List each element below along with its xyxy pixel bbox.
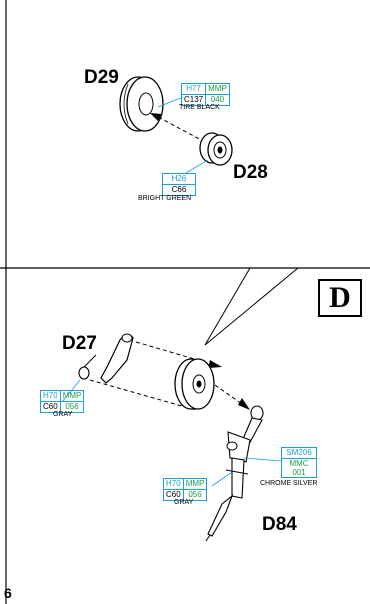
paint-code-tire-black: H77 MMP C137 040 (180, 83, 230, 106)
paint-sm-code: SM206 (281, 447, 317, 459)
paint-mmp-code: 056 (59, 401, 85, 413)
paint-name-chrome-silver: CHROME SILVER (260, 480, 318, 487)
paint-name-gray-left: GRAY (53, 411, 73, 418)
paint-c-code: C66 (162, 184, 196, 196)
paint-h-code: H70 (40, 390, 61, 402)
d27-arm-drawing (78, 333, 134, 384)
step-letter-box: D (318, 279, 362, 317)
paint-code-bright-green: H26 C66 (162, 173, 196, 196)
d29-tire-drawing (119, 76, 164, 132)
part-label-d27: D27 (62, 333, 97, 354)
paint-mmp-code: 040 (205, 94, 230, 106)
part-label-d84: D84 (262, 514, 297, 535)
part-label-d29: D29 (84, 67, 119, 88)
paint-mmp-code: 056 (182, 489, 208, 501)
part-label-d28: D28 (233, 162, 268, 183)
paint-code-gray-lower: H70 MMP C60 056 (163, 478, 208, 501)
paint-name-gray-lower: GRAY (174, 499, 194, 506)
paint-mmp-label: MMP (205, 83, 230, 95)
paint-name-tire-black: TIRE BLACK (179, 104, 220, 111)
paint-h-code: H26 (162, 173, 196, 185)
paint-mmp-label: MMP (59, 390, 85, 402)
paint-h-code: H77 (180, 83, 207, 95)
callout-wedge (204, 267, 299, 346)
d84-strut-drawing (205, 405, 264, 542)
paint-name-bright-green: BRIGHT GREEN (138, 195, 192, 202)
d28-hub-drawing (199, 132, 233, 166)
page-number: 6 (4, 585, 12, 601)
d27-wheel-drawing (174, 358, 215, 410)
paint-code-gray-left: H70 MMP C60 056 (40, 390, 85, 413)
paint-mmc-number: 001 (292, 468, 306, 477)
paint-code-chrome-silver: SM206 MMC 001 (281, 447, 317, 478)
paint-mmc-label: MMC (289, 459, 309, 468)
paint-c-code: C137 (180, 94, 207, 106)
paint-h-code: H70 (163, 478, 184, 490)
paint-mmc-code: MMC 001 (281, 458, 317, 478)
paint-mmp-label: MMP (182, 478, 208, 490)
